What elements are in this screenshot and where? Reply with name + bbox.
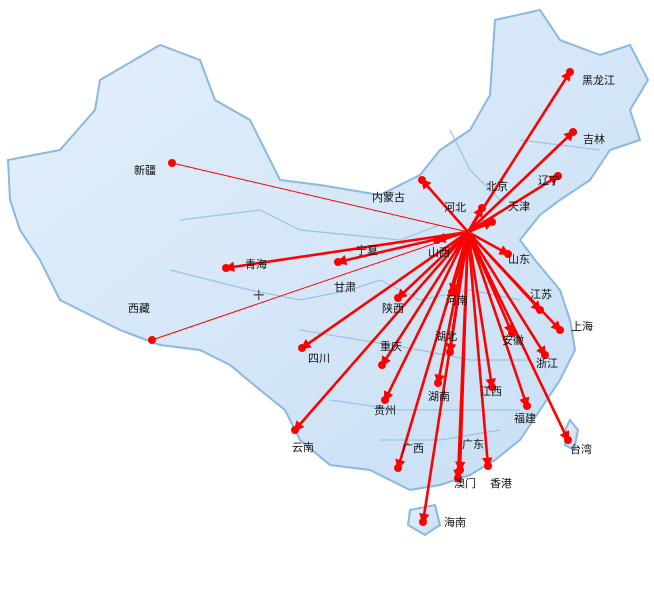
- province-label[interactable]: 福建: [514, 412, 536, 425]
- route-arrow: [293, 231, 469, 432]
- route-arrow: [466, 231, 530, 408]
- destination-dot: [378, 361, 386, 369]
- destination-dot: [478, 204, 486, 212]
- route-arrow: [300, 230, 469, 350]
- china-outline: [6, 8, 650, 492]
- destination-dot: [418, 176, 426, 184]
- destination-dot: [554, 172, 562, 180]
- province-label[interactable]: 四川: [308, 352, 330, 365]
- route-arrow: [383, 231, 470, 402]
- destination-dot: [454, 474, 462, 482]
- route-arrow: [467, 130, 575, 233]
- destination-dot: [556, 326, 564, 334]
- province-label[interactable]: 重庆: [380, 340, 402, 353]
- destination-dot: [381, 396, 389, 404]
- province-label[interactable]: 甘肃: [334, 281, 356, 294]
- route-arrow: [453, 231, 470, 481]
- province-label[interactable]: 内蒙古: [372, 191, 405, 204]
- province-label[interactable]: 宁夏: [356, 244, 378, 257]
- route-arrow: [467, 230, 510, 256]
- province-label[interactable]: 山西: [428, 246, 450, 259]
- province-label[interactable]: 天津: [508, 200, 530, 213]
- province-label[interactable]: 河北: [444, 201, 466, 214]
- cursor-crosshair: +: [252, 285, 265, 304]
- destination-dot: [334, 258, 342, 266]
- province-label[interactable]: 新疆: [134, 164, 156, 177]
- province-label[interactable]: 台湾: [570, 443, 592, 456]
- route-arrow: [467, 231, 562, 332]
- province-label[interactable]: 云南: [292, 441, 314, 454]
- destination-dot: [523, 402, 531, 410]
- province-label[interactable]: 北京: [486, 180, 508, 193]
- destination-dot: [434, 379, 442, 387]
- destination-dot: [298, 344, 306, 352]
- province-label[interactable]: 海南: [444, 516, 466, 529]
- route-arrow: [466, 70, 572, 233]
- province-label[interactable]: 澳门: [454, 477, 476, 490]
- province-label[interactable]: 河南: [446, 294, 468, 307]
- route-arrow: [171, 161, 469, 233]
- destination-dot: [541, 351, 549, 359]
- province-label[interactable]: 湖南: [428, 390, 450, 403]
- province-label[interactable]: 广西: [402, 442, 424, 455]
- province-label[interactable]: 江西: [480, 385, 502, 398]
- province-label[interactable]: 安徽: [502, 334, 524, 347]
- route-arrow: [335, 230, 469, 266]
- province-label[interactable]: 辽宁: [538, 174, 560, 187]
- province-label[interactable]: 香港: [490, 477, 512, 490]
- destination-dot: [394, 294, 402, 302]
- province-label[interactable]: 黑龙江: [582, 74, 615, 87]
- province-label[interactable]: 吉林: [583, 133, 605, 146]
- route-arrow: [420, 178, 469, 233]
- destination-dot: [569, 128, 577, 136]
- destination-dot: [291, 426, 299, 434]
- destination-dot: [394, 464, 402, 472]
- route-arrow: [396, 231, 469, 300]
- province-label[interactable]: 陕西: [382, 302, 404, 315]
- province-label[interactable]: 西藏: [128, 302, 150, 315]
- destination-dot: [488, 383, 496, 391]
- route-arrow: [223, 230, 469, 272]
- province-label[interactable]: 浙江: [536, 357, 558, 370]
- route-arrow: [466, 231, 547, 357]
- province-label[interactable]: 青海: [245, 258, 267, 271]
- route-arrow: [466, 206, 484, 233]
- route-arrow: [467, 220, 494, 234]
- route-arrow: [466, 231, 570, 442]
- destination-dot: [504, 250, 512, 258]
- route-arrow: [466, 231, 496, 390]
- route-arrow: [395, 231, 470, 470]
- province-label[interactable]: 贵州: [374, 404, 396, 417]
- route-arrow: [419, 231, 470, 525]
- destination-dot: [148, 336, 156, 344]
- province-label[interactable]: 广东: [462, 438, 484, 451]
- destination-dot: [419, 518, 427, 526]
- province-label[interactable]: 江苏: [530, 288, 552, 301]
- arrow-layer: [148, 68, 577, 526]
- route-arrow: [466, 231, 493, 469]
- destination-dot: [508, 329, 516, 337]
- province-label[interactable]: 上海: [571, 320, 593, 333]
- destination-dot: [484, 462, 492, 470]
- province-label[interactable]: 山东: [508, 253, 530, 266]
- destination-dot: [222, 264, 230, 272]
- destination-dot: [168, 159, 176, 167]
- destination-dot: [564, 436, 572, 444]
- route-arrow: [380, 231, 470, 367]
- province-label[interactable]: 湖北: [435, 330, 457, 343]
- destination-dot: [488, 218, 496, 226]
- destination-dot: [566, 68, 574, 76]
- route-arrow: [151, 231, 469, 341]
